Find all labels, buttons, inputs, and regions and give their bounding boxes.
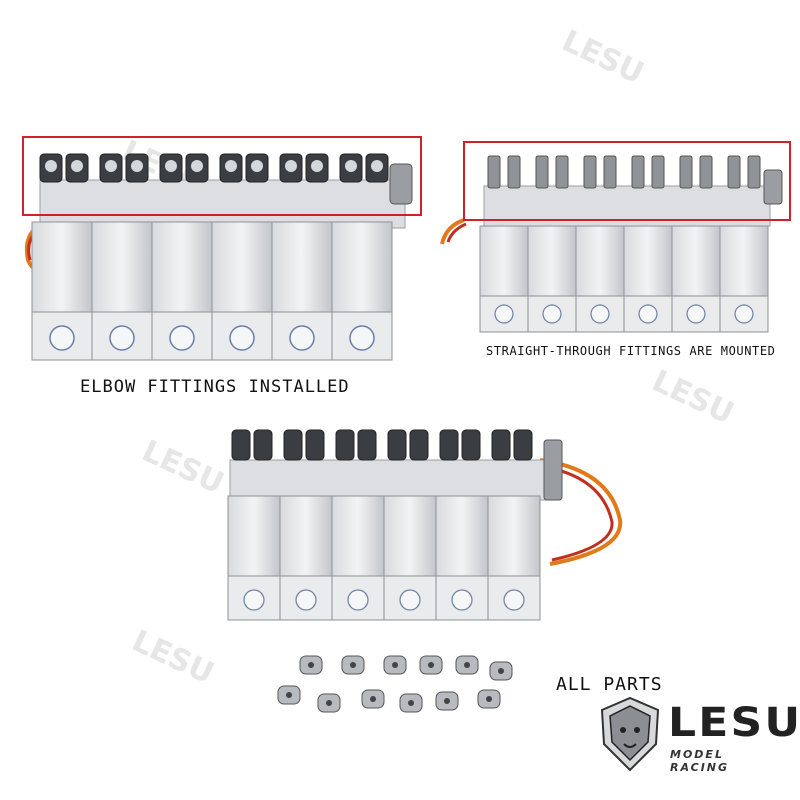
highlight-frame-elbow [22,136,422,216]
brand-logo: LESU MODEL RACING [596,696,800,774]
caption-all-parts: ALL PARTS [556,674,663,695]
caption-elbow-fittings: ELBOW FITTINGS INSTALLED [80,377,350,397]
watermark-text: LESU [126,623,219,692]
watermark-text: LESU [646,363,739,432]
valve-assembly-elbow [24,153,413,361]
valve-assembly-straight [440,155,783,333]
watermark: LESU [557,24,649,92]
valve-assembly-full [227,429,623,621]
watermark-text: LESU [556,23,649,92]
watermark: LESU [647,364,739,432]
highlight-frame-straight [463,141,791,221]
brand-name: LESU [668,700,800,746]
watermark: LESU [127,624,219,692]
loose-fittings [277,655,513,713]
lion-emblem-icon [600,696,660,772]
brand-tagline: MODEL RACING [670,748,730,774]
caption-straight-fittings: STRAIGHT-THROUGH FITTINGS ARE MOUNTED [486,344,776,358]
